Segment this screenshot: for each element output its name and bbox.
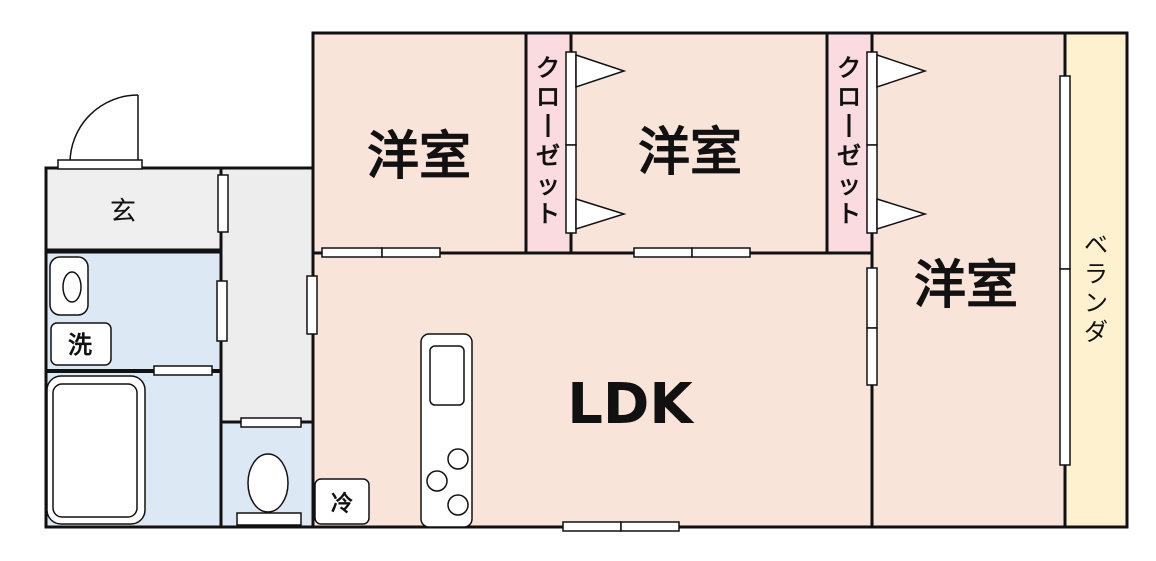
closet-door-swings bbox=[575, 53, 928, 231]
closet-2-char: ト bbox=[837, 200, 861, 228]
closet-2-char: ク bbox=[837, 54, 861, 82]
closet-2-floor bbox=[827, 33, 872, 253]
entrance-door[interactable] bbox=[69, 94, 139, 164]
washbasin bbox=[49, 256, 89, 316]
kitchen-counter bbox=[420, 333, 473, 528]
western-room-3-floor bbox=[872, 33, 1065, 527]
washroom-label-box bbox=[50, 322, 112, 366]
closet-1-char: ッ bbox=[536, 171, 560, 199]
closet-1-char: ト bbox=[536, 200, 560, 228]
closet-1-floor bbox=[526, 33, 571, 253]
closet-1-char: ロ bbox=[536, 83, 560, 111]
closet-2-char: ゼ bbox=[837, 142, 861, 170]
veranda-char: ベ bbox=[1084, 231, 1108, 259]
veranda-char: ラ bbox=[1084, 260, 1108, 288]
ldk-floor bbox=[313, 253, 872, 527]
veranda-char: ン bbox=[1084, 289, 1108, 317]
veranda-floor bbox=[1065, 33, 1127, 527]
closet-2-char: ッ bbox=[837, 171, 861, 199]
closet-1-char: ク bbox=[536, 54, 560, 82]
veranda-label: ベ ラ ン ダ bbox=[1084, 231, 1108, 346]
entrance-floor bbox=[46, 168, 221, 251]
western-room-1-floor bbox=[313, 33, 526, 253]
western-room-3-label: 洋室 bbox=[914, 256, 1018, 316]
washroom-label: 洗 bbox=[68, 331, 92, 359]
toilet bbox=[247, 453, 289, 513]
closet-1-char: ゼ bbox=[536, 142, 560, 170]
closet-2-char: ロ bbox=[837, 83, 861, 111]
western-room-2-label: 洋室 bbox=[638, 123, 742, 183]
windows-and-doors bbox=[57, 51, 1071, 532]
hall-floor bbox=[221, 168, 313, 422]
closet-1-label: ク ロ ゼ ッ ト bbox=[536, 54, 560, 228]
ldk-label: LDK bbox=[567, 372, 695, 437]
veranda-char: ダ bbox=[1084, 318, 1108, 346]
bathtub bbox=[46, 375, 146, 525]
refrigerator-label-box bbox=[314, 478, 370, 525]
entrance-label: 玄 bbox=[110, 197, 136, 227]
closet-2-label: ク ロ ゼ ッ ト bbox=[837, 54, 861, 228]
refrigerator-label: 冷 bbox=[331, 491, 353, 517]
western-room-1-label: 洋室 bbox=[367, 127, 471, 187]
